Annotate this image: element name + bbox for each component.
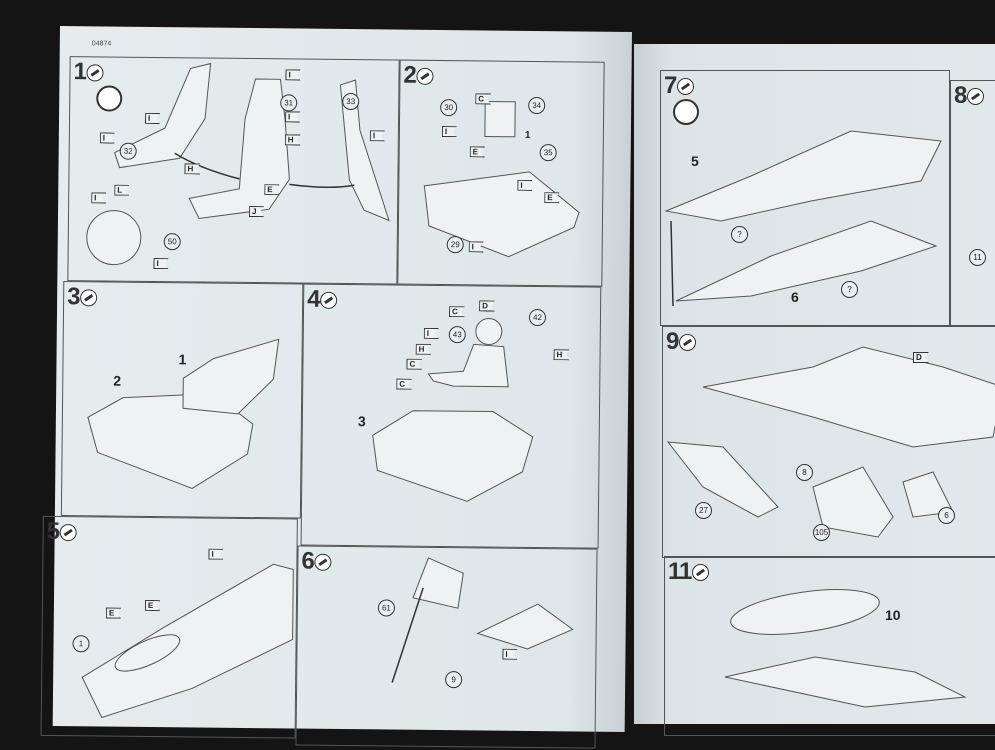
step-6-panel: 6 61 9 I	[295, 545, 598, 749]
part-number: 50	[163, 233, 181, 251]
fuselage-nose-drawing	[81, 563, 294, 719]
part-number: 105	[813, 524, 830, 541]
part-number: 43	[448, 326, 466, 344]
callout: 2	[113, 372, 122, 389]
part-number: 30	[440, 98, 458, 117]
step-9-panel: 9 27 8 105 6 D	[662, 326, 995, 558]
step-number: 7	[664, 72, 695, 100]
question-mark-icon: ?	[841, 281, 858, 298]
glue-icon	[967, 87, 985, 105]
part-number: 33	[342, 92, 360, 111]
step-7-panel: 7 5 6 ? ?	[660, 70, 950, 326]
step-2-panel: 2 30 34 35 29 1 C I E I E I	[397, 59, 605, 287]
fuselage-drawing	[664, 130, 942, 307]
tail-fin-drawing	[391, 557, 574, 683]
step-11-panel: 11 10	[664, 556, 995, 736]
part-number: 29	[446, 236, 464, 254]
clock-icon	[673, 99, 699, 125]
part-number: 9	[445, 671, 463, 689]
callout: 3	[357, 413, 366, 430]
step-3-panel: 3 1 2	[60, 281, 304, 519]
step-4-panel: 4 43 42 3 D C I H C C H	[300, 283, 602, 549]
callout: 1	[524, 129, 531, 141]
callout: 5	[691, 153, 699, 169]
callout: 6	[791, 289, 799, 305]
left-instruction-page: 04874 1 32 31 33 50 I I I I I H H E J I …	[40, 26, 632, 749]
pilot-drawing	[372, 318, 534, 502]
part-number: 61	[377, 599, 396, 617]
step-8-panel: 8 11	[950, 80, 995, 326]
step-number: 11	[668, 558, 710, 586]
fuel-tank-drawing	[724, 589, 967, 708]
cockpit-tub-drawing	[423, 100, 580, 258]
cockpit-assembly-drawing	[87, 338, 280, 489]
part-number: 11	[969, 249, 986, 266]
part-number: 27	[695, 502, 712, 519]
part-number: 34	[528, 96, 546, 115]
part-number: 1	[72, 635, 90, 653]
step-1-panel: 1 32 31 33 50 I I I I I H H E J I L I	[67, 56, 400, 285]
callout: 10	[885, 607, 901, 623]
glue-icon	[679, 333, 697, 351]
part-number: 35	[539, 144, 557, 162]
part-number: 32	[119, 142, 137, 160]
part-number: 31	[280, 94, 298, 112]
step-number: 8	[954, 82, 985, 110]
part-number: 42	[528, 308, 547, 327]
sheet-code: 04874	[91, 40, 112, 48]
glue-icon	[677, 77, 695, 95]
wing-assembly-drawing	[666, 346, 995, 538]
part-number: 8	[796, 464, 813, 481]
question-mark-icon: ?	[731, 226, 748, 243]
step-number: 9	[666, 328, 697, 356]
callout: 1	[178, 351, 187, 368]
right-instruction-page: 7 5 6 ? ? 8 11 9 27 8 105 6 D 11	[634, 44, 995, 736]
step-5-panel: 5 1 I E E	[40, 515, 298, 739]
seat-drawing	[86, 62, 390, 266]
glue-icon	[692, 563, 710, 581]
part-number: 6	[938, 507, 955, 524]
